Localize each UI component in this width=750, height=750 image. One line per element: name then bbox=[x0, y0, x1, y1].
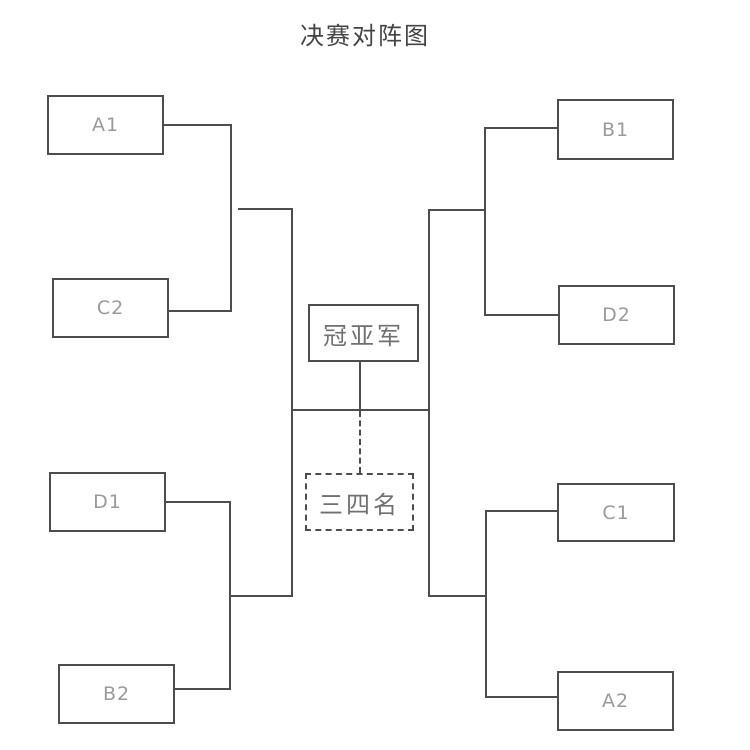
team-box-b2: B2 bbox=[58, 664, 175, 724]
final-right-vertical bbox=[428, 209, 430, 597]
third-place-box: 三四名 bbox=[305, 473, 414, 531]
team-box-c2: C2 bbox=[52, 278, 169, 338]
connector-a1 bbox=[163, 124, 232, 126]
bracket-left-top-vertical bbox=[230, 124, 232, 312]
third-place-connector-dashed bbox=[359, 411, 361, 473]
bracket-right-top-vertical bbox=[484, 127, 486, 316]
team-box-a2: A2 bbox=[557, 671, 674, 731]
connector-b2 bbox=[174, 688, 231, 690]
semifinal-left-top-stub bbox=[238, 208, 293, 210]
connector-a2 bbox=[486, 696, 558, 698]
final-box: 冠亚军 bbox=[308, 304, 419, 362]
connector-d2 bbox=[485, 314, 559, 316]
team-box-d2: D2 bbox=[558, 285, 675, 345]
connector-c2 bbox=[168, 310, 232, 312]
page-title: 决赛对阵图 bbox=[300, 24, 430, 50]
team-box-d1: D1 bbox=[49, 472, 166, 532]
final-box-connector bbox=[359, 361, 361, 411]
connector-b1 bbox=[485, 127, 558, 129]
semifinal-right-top-stub bbox=[430, 209, 486, 211]
connector-d1 bbox=[165, 501, 231, 503]
final-left-vertical bbox=[291, 208, 293, 597]
bracket-right-bottom-vertical bbox=[485, 510, 487, 698]
semifinal-right-bottom-stub bbox=[430, 595, 487, 597]
connector-c1 bbox=[486, 510, 558, 512]
semifinal-left-bottom-stub bbox=[230, 595, 293, 597]
team-box-b1: B1 bbox=[557, 99, 674, 160]
team-box-a1: A1 bbox=[47, 95, 164, 155]
team-box-c1: C1 bbox=[557, 483, 675, 542]
